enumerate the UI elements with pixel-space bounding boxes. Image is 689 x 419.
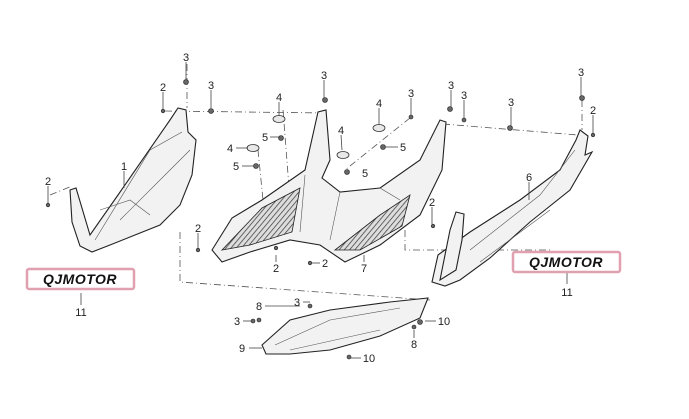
callout-2: 2: [195, 223, 201, 235]
callout-6: 6: [526, 172, 532, 184]
callout-5: 5: [233, 161, 239, 173]
callout-4: 4: [376, 98, 382, 110]
fasteners: [45, 79, 596, 360]
part-9-under-cover: [261, 297, 429, 355]
callout-2: 2: [45, 176, 51, 188]
callout-5: 5: [262, 132, 268, 144]
cap-icon: [246, 144, 260, 152]
callout-3: 3: [578, 67, 584, 79]
callout-3: 3: [448, 80, 454, 92]
callout-2: 2: [322, 258, 328, 270]
callout-labels: 3 2 3 3 4 4 3 3 3 3 3 2 4 5 5 4 5 5 1 2 …: [45, 52, 596, 365]
part-7-center-floor-panel: [211, 109, 447, 263]
cap-icon: [336, 151, 350, 159]
leader-lines: [47, 62, 594, 359]
cap-icon: [372, 124, 386, 132]
part-6-right-floor-side-cover: [431, 129, 594, 287]
brand-logo-text: QJMOTOR: [43, 271, 117, 287]
callout-4: 4: [338, 125, 344, 137]
part-11-right-decal: QJMOTOR: [511, 250, 622, 274]
cap-icon: [272, 115, 286, 123]
callout-1: 1: [121, 161, 127, 173]
callout-11: 11: [75, 307, 86, 319]
callout-2: 2: [429, 197, 435, 209]
callout-3: 3: [208, 80, 214, 92]
callout-8: 8: [411, 339, 417, 351]
callout-3: 3: [321, 70, 327, 82]
callout-2: 2: [590, 105, 596, 117]
callout-3: 3: [461, 90, 467, 102]
callout-4: 4: [276, 92, 282, 104]
callout-4: 4: [227, 143, 233, 155]
brand-logo-text: QJMOTOR: [529, 254, 603, 270]
callout-10: 10: [363, 353, 375, 365]
callout-5: 5: [400, 142, 406, 154]
callout-2: 2: [160, 82, 166, 94]
callout-2: 2: [273, 263, 279, 275]
callout-3: 3: [183, 52, 189, 64]
callout-7: 7: [361, 263, 367, 275]
callout-10: 10: [438, 316, 450, 328]
callout-9: 9: [239, 343, 245, 355]
callout-3: 3: [508, 97, 514, 109]
callout-8: 8: [256, 301, 262, 313]
callout-3: 3: [294, 297, 300, 309]
callout-3: 3: [234, 316, 240, 328]
part-1-left-floor-side-cover: [69, 107, 197, 253]
callout-11: 11: [561, 287, 572, 299]
part-11-left-decal: QJMOTOR: [25, 267, 136, 291]
callout-3: 3: [408, 88, 414, 100]
callout-5: 5: [362, 168, 368, 180]
